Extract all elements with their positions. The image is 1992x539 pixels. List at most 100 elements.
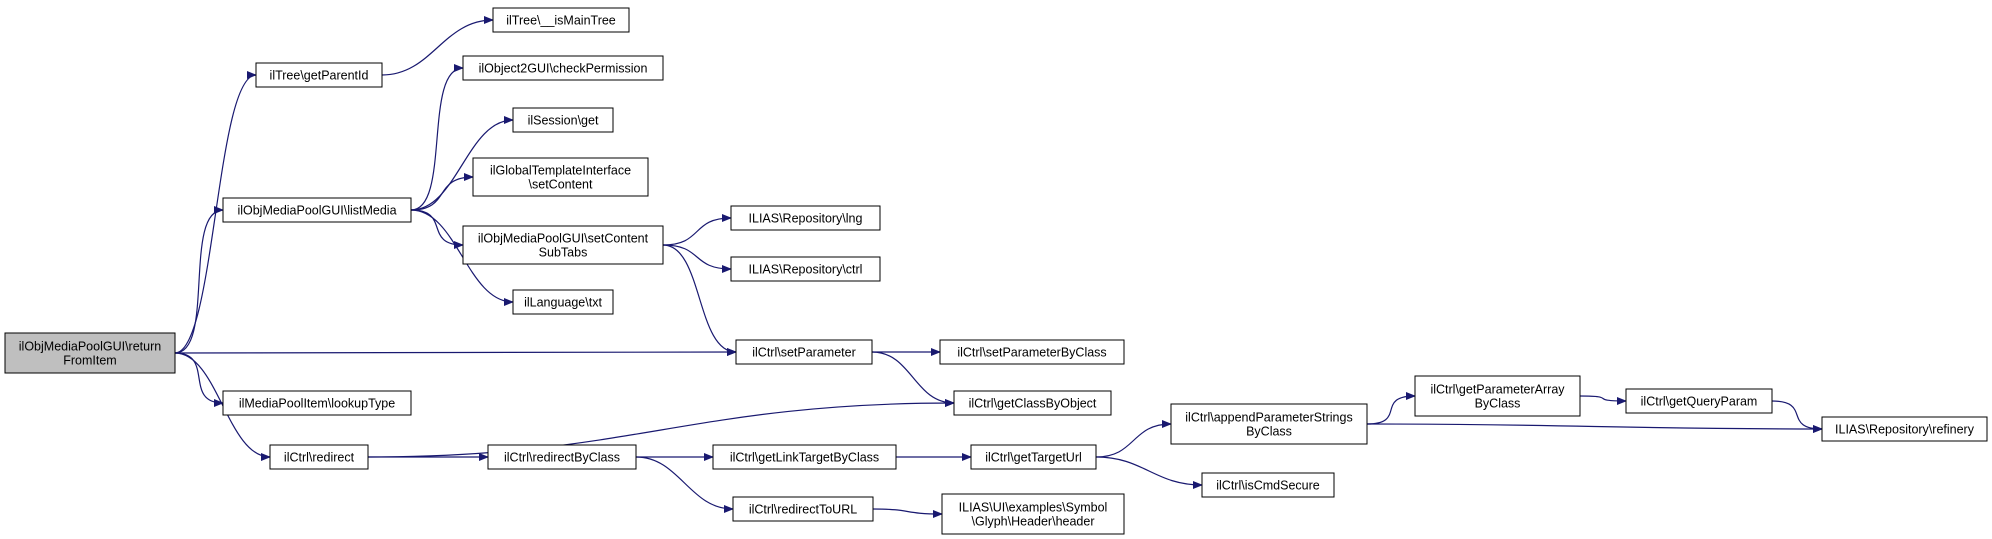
edge-get-parent-id-to-is-main-tree	[381, 16, 494, 76]
node-label: ILIAS\Repository\ctrl	[749, 263, 863, 277]
node-box	[1201, 472, 1335, 498]
edge-get-parameter-array-by-class-to-get-query-param	[1579, 395, 1627, 405]
node-label: ilCtrl\getParameterArray	[1430, 383, 1565, 397]
node-box	[472, 157, 649, 197]
node-box	[487, 444, 637, 470]
edge-get-target-url-to-is-cmd-secure	[1095, 456, 1203, 489]
node-lang-txt[interactable]: ilLanguage\txt	[512, 289, 614, 315]
edge-list-media-to-session-get	[410, 116, 514, 211]
node-label: ilCtrl\getLinkTargetByClass	[730, 451, 879, 465]
node-label: ilCtrl\setParameter	[752, 346, 856, 360]
node-get-query-param[interactable]: ilCtrl\getQueryParam	[1625, 388, 1773, 414]
node-box	[512, 107, 614, 133]
node-box	[953, 390, 1112, 416]
node-box	[222, 197, 412, 223]
node-box	[970, 444, 1097, 470]
node-label: ilCtrl\setParameterByClass	[957, 346, 1106, 360]
node-box	[941, 493, 1125, 535]
edge-set-content-sub-tabs-to-repo-ctrl	[662, 244, 732, 273]
node-box	[4, 332, 176, 374]
node-label: ByClass	[1246, 425, 1292, 439]
node-label: ilCtrl\redirect	[284, 451, 355, 465]
edge-set-content-sub-tabs-to-set-parameter	[662, 244, 737, 356]
node-label: ilLanguage\txt	[524, 296, 602, 310]
node-check-permission[interactable]: ilObject2GUI\checkPermission	[462, 55, 664, 81]
node-box	[222, 390, 412, 416]
node-box	[939, 339, 1125, 365]
node-box	[732, 496, 874, 522]
node-label: ILIAS\Repository\lng	[749, 212, 863, 226]
node-set-content[interactable]: ilGlobalTemplateInterface\setContent	[472, 157, 649, 197]
node-label: ilObjMediaPoolGUI\return	[19, 340, 161, 354]
node-is-cmd-secure[interactable]: ilCtrl\isCmdSecure	[1201, 472, 1335, 498]
node-label: ilGlobalTemplateInterface	[490, 164, 631, 178]
node-repo-lng[interactable]: ILIAS\Repository\lng	[730, 205, 881, 231]
node-repo-ctrl[interactable]: ILIAS\Repository\ctrl	[730, 256, 881, 282]
node-label: \Glyph\Header\header	[972, 515, 1095, 529]
node-symbol-header[interactable]: ILIAS\UI\examples\Symbol\Glyph\Header\he…	[941, 493, 1125, 535]
edge-list-media-to-check-permission	[410, 64, 464, 211]
node-redirect-to-url[interactable]: ilCtrl\redirectToURL	[732, 496, 874, 522]
node-label: ilMediaPoolItem\lookupType	[239, 397, 395, 411]
edge-redirect-to-get-class-by-object	[367, 399, 955, 458]
edge-get-query-param-to-refinery	[1771, 400, 1823, 433]
edge-set-parameter-to-get-class-by-object	[871, 351, 955, 407]
node-box	[1170, 403, 1368, 445]
node-box	[512, 289, 614, 315]
node-box	[730, 256, 881, 282]
node-redirect[interactable]: ilCtrl\redirect	[269, 444, 369, 470]
node-box	[735, 339, 873, 365]
node-label: ilCtrl\appendParameterStrings	[1185, 411, 1352, 425]
node-box	[462, 225, 664, 265]
node-get-parent-id[interactable]: ilTree\getParentId	[255, 62, 383, 88]
node-label: ilSession\get	[528, 114, 599, 128]
node-session-get[interactable]: ilSession\get	[512, 107, 614, 133]
node-get-link-target-by-class[interactable]: ilCtrl\getLinkTargetByClass	[712, 444, 897, 470]
node-label: FromItem	[63, 354, 116, 368]
edge-redirect-to-url-to-symbol-header	[872, 508, 943, 518]
edge-append-parameter-strings-by-class-to-get-parameter-array-by-class	[1366, 392, 1416, 425]
node-get-class-by-object[interactable]: ilCtrl\getClassByObject	[953, 390, 1112, 416]
node-label: ilCtrl\getClassByObject	[969, 397, 1097, 411]
node-label: ILIAS\UI\examples\Symbol	[959, 501, 1108, 515]
node-list-media[interactable]: ilObjMediaPoolGUI\listMedia	[222, 197, 412, 223]
edge-root-to-set-parameter	[174, 348, 737, 357]
edge-redirect-by-class-to-redirect-to-url	[635, 456, 734, 513]
node-set-parameter-by-class[interactable]: ilCtrl\setParameterByClass	[939, 339, 1125, 365]
node-is-main-tree[interactable]: ilTree\__isMainTree	[492, 7, 630, 33]
node-label: ilObjMediaPoolGUI\listMedia	[237, 204, 396, 218]
node-box	[712, 444, 897, 470]
edge-list-media-to-lang-txt	[410, 209, 514, 306]
node-box	[1625, 388, 1773, 414]
node-lookup-type[interactable]: ilMediaPoolItem\lookupType	[222, 390, 412, 416]
node-get-target-url[interactable]: ilCtrl\getTargetUrl	[970, 444, 1097, 470]
node-label: ilCtrl\redirectByClass	[504, 451, 620, 465]
node-label: SubTabs	[539, 246, 588, 260]
node-set-parameter[interactable]: ilCtrl\setParameter	[735, 339, 873, 365]
edge-get-target-url-to-append-parameter-strings-by-class	[1095, 420, 1172, 458]
node-label: ilCtrl\redirectToURL	[749, 503, 857, 517]
edge-root-to-list-media	[174, 206, 224, 354]
node-label: \setContent	[529, 178, 593, 192]
edge-set-content-sub-tabs-to-repo-lng	[662, 214, 732, 246]
node-box	[1414, 375, 1581, 417]
node-redirect-by-class[interactable]: ilCtrl\redirectByClass	[487, 444, 637, 470]
node-label: ilTree\__isMainTree	[506, 14, 616, 28]
edge-root-to-lookup-type	[174, 352, 224, 407]
node-label: ByClass	[1475, 397, 1521, 411]
edge-list-media-to-set-content-sub-tabs	[410, 209, 464, 249]
node-label: ilCtrl\isCmdSecure	[1216, 479, 1320, 493]
node-refinery[interactable]: ILIAS\Repository\refinery	[1821, 416, 1988, 442]
node-label: ILIAS\Repository\refinery	[1835, 423, 1975, 437]
node-box	[462, 55, 664, 81]
node-box	[730, 205, 881, 231]
node-box	[492, 7, 630, 33]
node-label: ilCtrl\getQueryParam	[1641, 395, 1758, 409]
node-box	[269, 444, 369, 470]
node-label: ilObjMediaPoolGUI\setContent	[478, 232, 649, 246]
